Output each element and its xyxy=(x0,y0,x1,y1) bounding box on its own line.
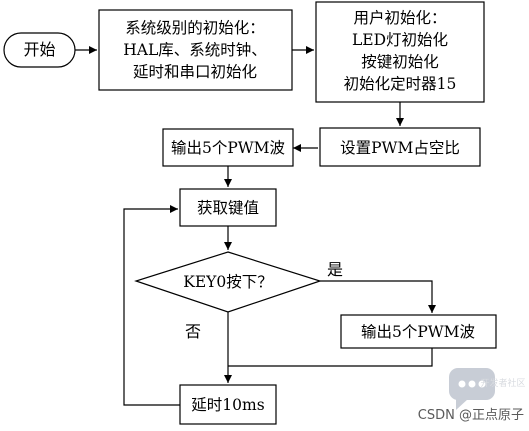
watermark-faint-text: 开发者社区 xyxy=(480,377,525,389)
chat-bubble-icon xyxy=(449,368,495,410)
node-start-label: 开始 xyxy=(23,40,55,59)
node-get-key: 获取键值 xyxy=(179,188,277,227)
node-system-init-line3: 延时和串口初始化 xyxy=(133,63,257,81)
node-start: 开始 xyxy=(3,32,76,68)
edge-decision-yes xyxy=(320,280,436,313)
node-output-pwm-top: 输出5个PWM波 xyxy=(162,128,294,167)
node-output-pwm-top-label: 输出5个PWM波 xyxy=(171,139,285,157)
node-output-pwm-yes: 输出5个PWM波 xyxy=(340,314,497,349)
edge-outputyes-merge xyxy=(228,348,433,367)
node-set-pwm-label: 设置PWM占空比 xyxy=(340,139,460,157)
node-set-pwm: 设置PWM占空比 xyxy=(319,127,481,167)
node-system-init-line2: HAL库、系统时钟、 xyxy=(123,41,267,59)
edge-delay-loop-back xyxy=(123,205,180,406)
node-delay-label: 延时10ms xyxy=(191,396,264,414)
connectors xyxy=(75,46,436,406)
node-output-pwm-yes-label: 输出5个PWM波 xyxy=(361,323,475,341)
edge-label-no: 否 xyxy=(185,322,201,341)
node-get-key-label: 获取键值 xyxy=(197,199,259,217)
node-user-init-line3: 按键初始化 xyxy=(361,53,439,71)
node-user-init-line4: 初始化定时器15 xyxy=(344,75,457,93)
node-delay: 延时10ms xyxy=(179,384,277,425)
watermark: 开发者社区 CSDN @正点原子 xyxy=(418,368,526,423)
node-user-init-line2: LED灯初始化 xyxy=(352,31,448,49)
node-system-init-line1: 系统级别的初始化： xyxy=(125,19,265,37)
watermark-text: CSDN @正点原子 xyxy=(418,408,524,423)
node-decision: KEY0按下？ xyxy=(134,251,322,313)
node-user-init: 用户初始化： LED灯初始化 按键初始化 初始化定时器15 xyxy=(315,1,485,103)
node-decision-label: KEY0按下？ xyxy=(183,273,273,291)
node-user-init-line1: 用户初始化： xyxy=(353,9,446,27)
node-system-init: 系统级别的初始化： HAL库、系统时钟、 延时和串口初始化 xyxy=(98,9,293,91)
edge-label-yes: 是 xyxy=(327,260,343,279)
